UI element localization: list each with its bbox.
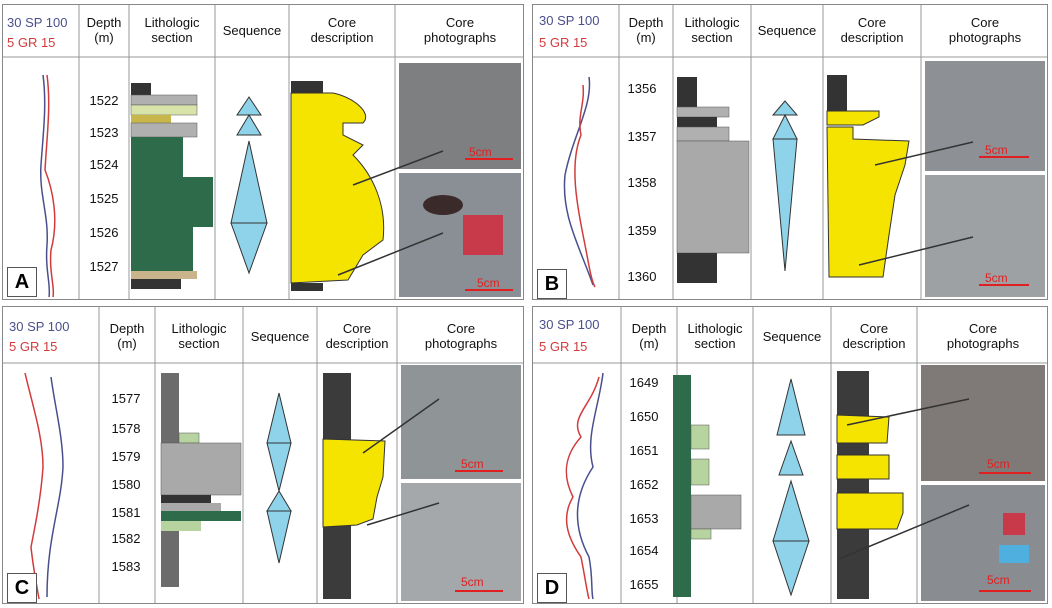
- header-core-desc: Core description: [840, 15, 904, 45]
- header-depth: Depth (m): [86, 15, 122, 45]
- depth-label: 1360: [627, 269, 657, 284]
- header-litho: Lithologic section: [684, 15, 740, 45]
- depth-label: 1526: [89, 225, 119, 240]
- header-sequence: Sequence: [762, 329, 822, 344]
- gr-legend: 5 GR 15: [539, 35, 588, 50]
- depth-label: 1578: [111, 421, 141, 436]
- panel-label: C: [7, 573, 37, 603]
- header-core-desc: Core description: [325, 321, 389, 351]
- depth-label: 1652: [629, 477, 659, 492]
- depth-label: 1654: [629, 543, 659, 558]
- depth-label: 1582: [111, 531, 141, 546]
- scale-label: 5cm: [987, 457, 1010, 471]
- header-depth: Depth (m): [628, 15, 664, 45]
- panel-c-graphics: [3, 307, 523, 603]
- depth-label: 1583: [111, 559, 141, 574]
- panel-a-graphics: [3, 5, 523, 299]
- depth-label: 1527: [89, 259, 119, 274]
- depth-label: 1651: [629, 443, 659, 458]
- panel-label: D: [537, 573, 567, 603]
- panel-label: B: [537, 269, 567, 299]
- gr-legend: 5 GR 15: [7, 35, 56, 50]
- sp-legend: 30 SP 100: [9, 319, 70, 334]
- panel-b-graphics: [533, 5, 1047, 299]
- header-depth: Depth (m): [631, 321, 667, 351]
- scale-label: 5cm: [461, 575, 484, 589]
- depth-label: 1655: [629, 577, 659, 592]
- sp-legend: 30 SP 100: [539, 317, 600, 332]
- scale-label: 5cm: [469, 145, 492, 159]
- depth-label: 1524: [89, 157, 119, 172]
- depth-label: 1577: [111, 391, 141, 406]
- depth-label: 1522: [89, 93, 119, 108]
- depth-label: 1579: [111, 449, 141, 464]
- header-litho: Lithologic section: [144, 15, 200, 45]
- depth-label: 1649: [629, 375, 659, 390]
- scale-label: 5cm: [985, 271, 1008, 285]
- panel-d-graphics: [533, 307, 1047, 603]
- panel-a: 30 SP 100 5 GR 15 Depth (m) Lithologic s…: [2, 4, 524, 300]
- depth-label: 1653: [629, 511, 659, 526]
- scale-label: 5cm: [985, 143, 1008, 157]
- depth-label: 1356: [627, 81, 657, 96]
- sp-legend: 30 SP 100: [7, 15, 68, 30]
- panel-label: A: [7, 267, 37, 297]
- header-sequence: Sequence: [757, 23, 817, 38]
- gr-legend: 5 GR 15: [539, 339, 588, 354]
- gr-legend: 5 GR 15: [9, 339, 58, 354]
- depth-label: 1650: [629, 409, 659, 424]
- header-sequence: Sequence: [222, 23, 282, 38]
- header-litho: Lithologic section: [171, 321, 227, 351]
- panel-b: 30 SP 100 5 GR 15 Depth (m) Lithologic s…: [532, 4, 1048, 300]
- depth-label: 1523: [89, 125, 119, 140]
- depth-label: 1581: [111, 505, 141, 520]
- header-core-desc: Core description: [310, 15, 374, 45]
- header-core-photo: Core photographs: [423, 15, 497, 45]
- scale-label: 5cm: [477, 276, 500, 290]
- panel-c: 30 SP 100 5 GR 15 Depth (m) Lithologic s…: [2, 306, 524, 604]
- scale-label: 5cm: [461, 457, 484, 471]
- depth-label: 1580: [111, 477, 141, 492]
- depth-label: 1358: [627, 175, 657, 190]
- panel-d: 30 SP 100 5 GR 15 Depth (m) Lithologic s…: [532, 306, 1048, 604]
- header-litho: Lithologic section: [687, 321, 743, 351]
- depth-label: 1357: [627, 129, 657, 144]
- scale-label: 5cm: [987, 573, 1010, 587]
- sp-legend: 30 SP 100: [539, 13, 600, 28]
- header-sequence: Sequence: [250, 329, 310, 344]
- header-core-photo: Core photographs: [948, 15, 1022, 45]
- header-core-photo: Core photographs: [424, 321, 498, 351]
- header-core-photo: Core photographs: [946, 321, 1020, 351]
- depth-label: 1359: [627, 223, 657, 238]
- depth-label: 1525: [89, 191, 119, 206]
- header-core-desc: Core description: [842, 321, 906, 351]
- header-depth: Depth (m): [109, 321, 145, 351]
